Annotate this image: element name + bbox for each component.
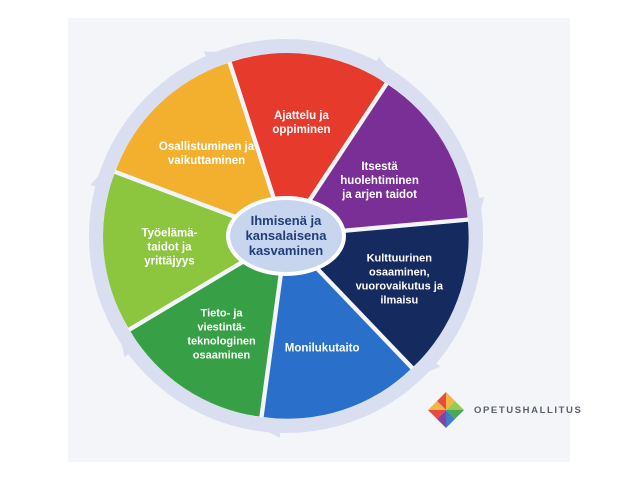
- segment-label-line: Monilukutaito: [285, 342, 360, 354]
- segment-label-itsesta: Itsestä huolehtiminen ja arjen taidot: [340, 161, 419, 201]
- ring-arrow-head: [409, 351, 441, 381]
- segment-label-line: Työelämä-: [141, 227, 197, 239]
- ring-arrow-head: [118, 324, 144, 358]
- segment-label-ajattelu: Ajattelu ja oppiminen: [272, 110, 330, 136]
- segment-label-monilukutaito: Monilukutaito: [285, 342, 360, 354]
- segment-label-line: Tieto- ja: [201, 308, 244, 320]
- opetushallitus-logo: OPETUSHALLITUS: [426, 390, 582, 430]
- center-hub-ellipse: [226, 196, 346, 276]
- logo-diamond-piece: [428, 401, 446, 410]
- logo-diamond-piece: [437, 410, 446, 428]
- segment-monilukutaito: [263, 240, 411, 419]
- segment-label-line: teknologinen: [187, 336, 256, 348]
- logo-diamond-piece: [446, 410, 455, 428]
- segment-label-line: yrittäjyys: [144, 255, 195, 267]
- segment-label-kulttuurinen: Kulttuurinen osaaminen, vuorovaikutus ja il…: [356, 253, 444, 307]
- segments-layer: [103, 53, 469, 419]
- segment-label-line: taidot ja: [147, 241, 192, 253]
- segment-label-osallistuminen: Osallistuminen ja vaikuttaminen: [159, 141, 255, 167]
- logo-diamond-piece: [446, 401, 464, 410]
- segment-osallistuminen: [115, 63, 283, 233]
- opetushallitus-diamond-icon: [428, 392, 464, 428]
- ring-arrow-head: [460, 196, 485, 229]
- segment-label-line: Osallistuminen ja: [159, 141, 255, 153]
- logo-diamond-piece: [446, 392, 455, 410]
- logo-diamond-piece: [437, 392, 446, 410]
- segment-label-line: viestintä-: [197, 322, 246, 334]
- segment-label-tyoelama: Työelämä-taidot ja yrittäjyys: [141, 227, 197, 267]
- segment-ajattelu: [231, 53, 385, 232]
- outer-arrow-ring: [89, 39, 485, 438]
- logo-diamond-piece: [428, 410, 446, 419]
- ring-arrow-head: [250, 413, 281, 438]
- segment-label-line: ja arjen taidot: [341, 189, 417, 201]
- segment-label-line: ilmaisu: [380, 295, 418, 307]
- ring-arrow-head: [203, 51, 237, 74]
- segment-label-line: osaaminen,: [369, 267, 430, 279]
- outer-ring-circle: [89, 39, 483, 433]
- segment-label-line: vuorovaikutus ja: [356, 281, 444, 293]
- segment-label-line: vaikuttaminen: [168, 155, 245, 167]
- segment-tyoelama: [103, 173, 282, 328]
- center-hub-label-line: kansalaisena: [246, 228, 328, 243]
- center-hub-label-line: Ihmisenä ja: [251, 213, 323, 228]
- logo-text: OPETUSHALLITUS: [474, 404, 583, 416]
- segment-label-line: Kulttuurinen: [367, 253, 433, 265]
- segment-itsesta: [290, 84, 468, 234]
- segment-label-line: osaaminen: [193, 350, 251, 362]
- logo-diamond-piece: [446, 410, 464, 419]
- segment-label-line: oppiminen: [272, 124, 330, 136]
- center-hub-label-line: kasvaminen: [249, 243, 323, 258]
- ring-arrow-head: [90, 160, 114, 192]
- segment-label-line: Ajattelu ja: [274, 110, 330, 122]
- ring-arrow-head: [367, 56, 399, 84]
- segment-label-line: huolehtiminen: [340, 175, 419, 187]
- segment-label-line: Itsestä: [361, 161, 398, 173]
- segment-tieto: [130, 240, 284, 417]
- segment-label-tieto: Tieto- ja viestintä-teknologinen osaaminen: [187, 308, 256, 362]
